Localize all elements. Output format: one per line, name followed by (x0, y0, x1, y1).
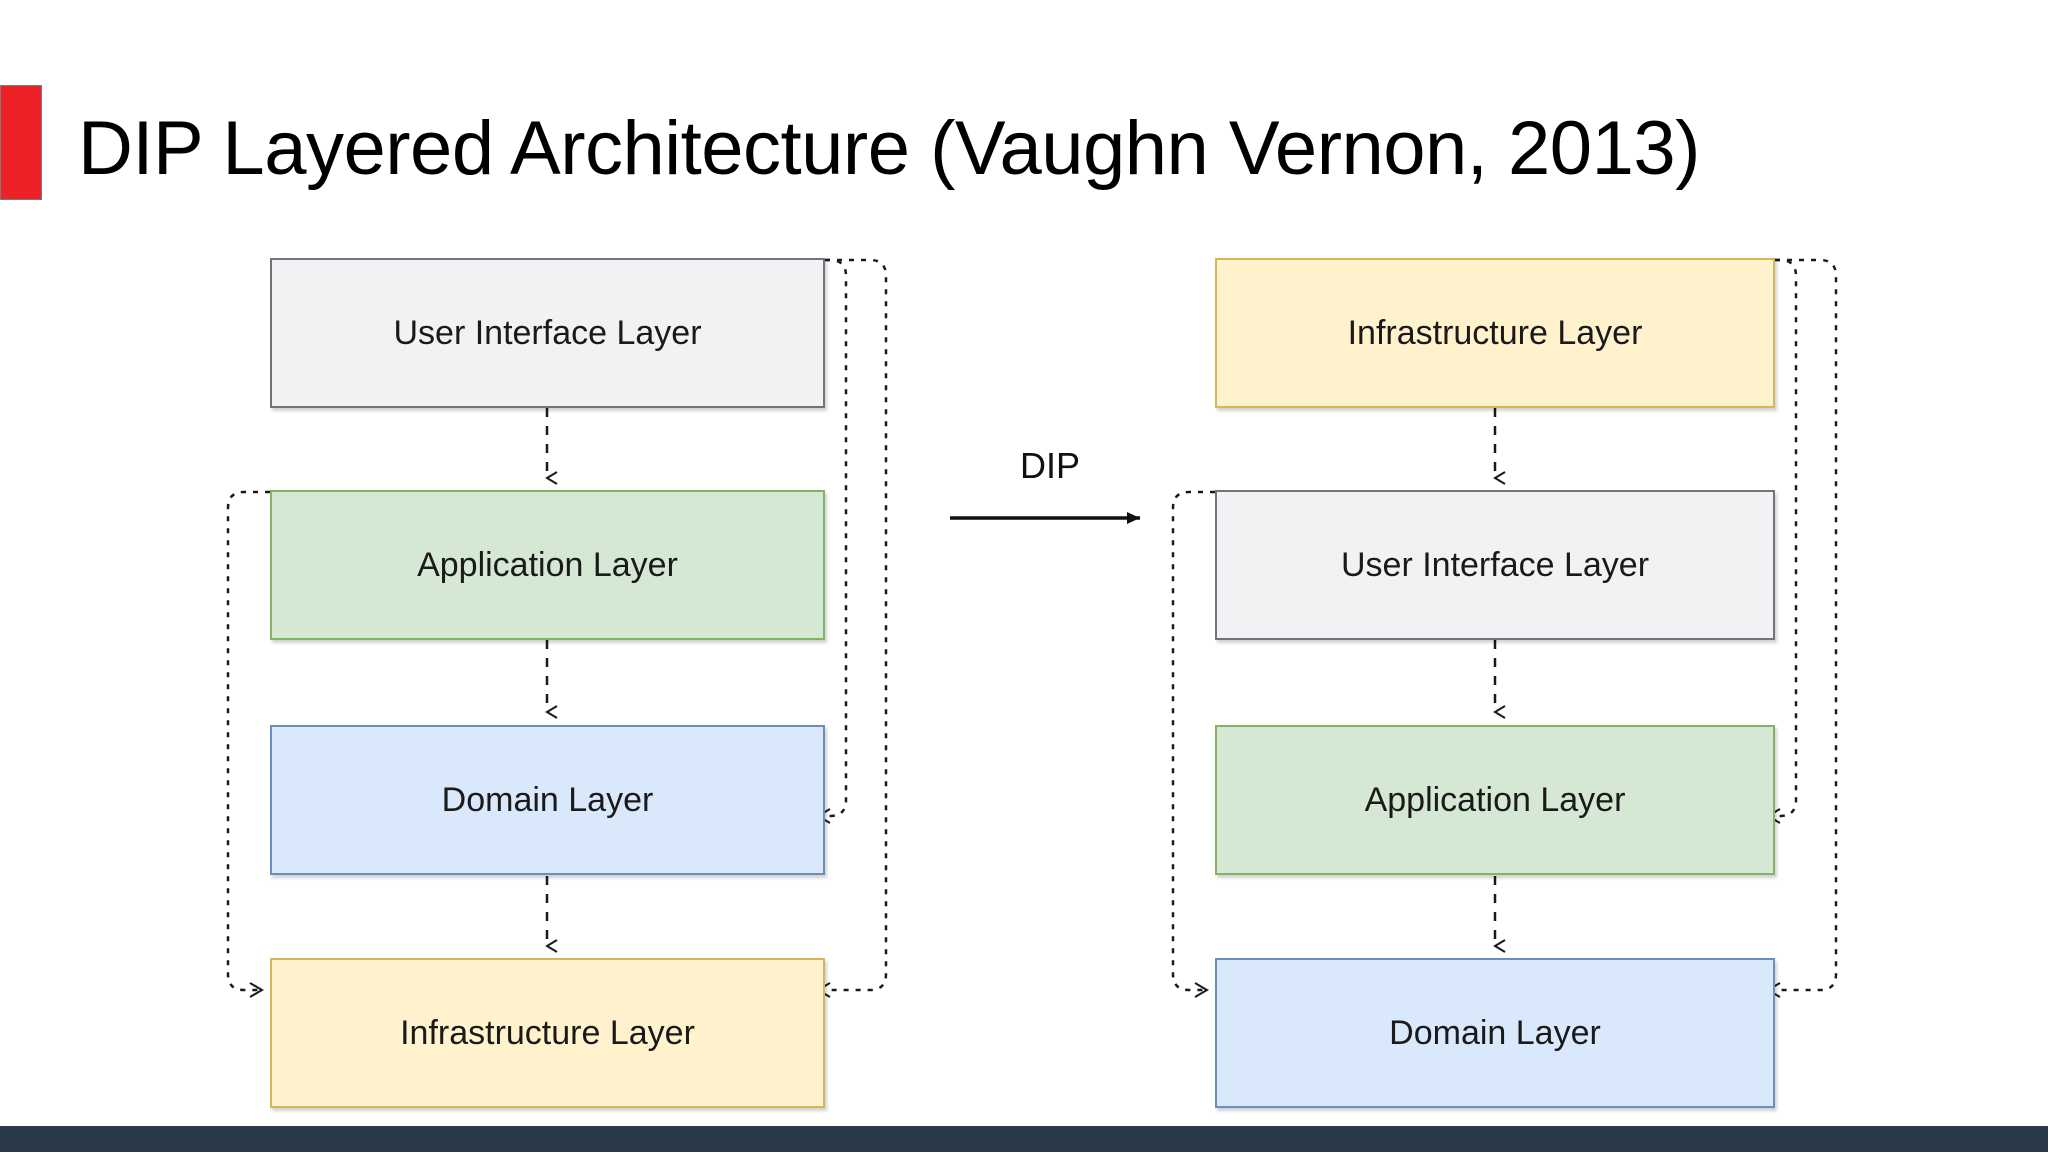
right-layer-domain[interactable]: Domain Layer (1215, 958, 1775, 1108)
left-layer-user-interface-label: User Interface Layer (393, 313, 702, 352)
right-layer-infrastructure[interactable]: Infrastructure Layer (1215, 258, 1775, 408)
left-layer-infrastructure[interactable]: Infrastructure Layer (270, 958, 825, 1108)
right-layer-application[interactable]: Application Layer (1215, 725, 1775, 875)
slide-footer-bar (0, 1126, 2048, 1152)
dip-transform-label: DIP (1019, 445, 1080, 486)
title-accent-bar (0, 85, 42, 200)
right-dep-infrastructure-to-domain (1766, 258, 1838, 998)
connector-layer (226, 258, 1838, 998)
right-layer-infrastructure-label: Infrastructure Layer (1347, 313, 1643, 352)
page-title: DIP Layered Architecture (Vaughn Vernon,… (78, 106, 1700, 191)
architecture-diagram: User Interface Layer Application Layer D… (0, 200, 2048, 1120)
right-layer-domain-label: Domain Layer (1389, 1013, 1601, 1052)
left-dep-application-to-infrastructure (226, 490, 270, 998)
left-layer-application-label: Application Layer (417, 545, 678, 584)
right-dep-infrastructure-to-application (1766, 258, 1798, 824)
left-layer-domain-label: Domain Layer (441, 780, 654, 819)
left-layer-infrastructure-label: Infrastructure Layer (400, 1013, 695, 1052)
left-layer-domain[interactable]: Domain Layer (270, 725, 825, 875)
right-layer-user-interface-label: User Interface Layer (1340, 545, 1650, 584)
right-layer-user-interface[interactable]: User Interface Layer (1215, 490, 1775, 640)
left-layer-user-interface[interactable]: User Interface Layer (270, 258, 825, 408)
left-dep-ui-to-domain (816, 258, 848, 824)
left-layer-application[interactable]: Application Layer (270, 490, 825, 640)
right-dep-ui-to-domain (1171, 490, 1215, 998)
right-layer-application-label: Application Layer (1364, 780, 1626, 819)
left-dep-ui-to-infrastructure (816, 258, 888, 998)
